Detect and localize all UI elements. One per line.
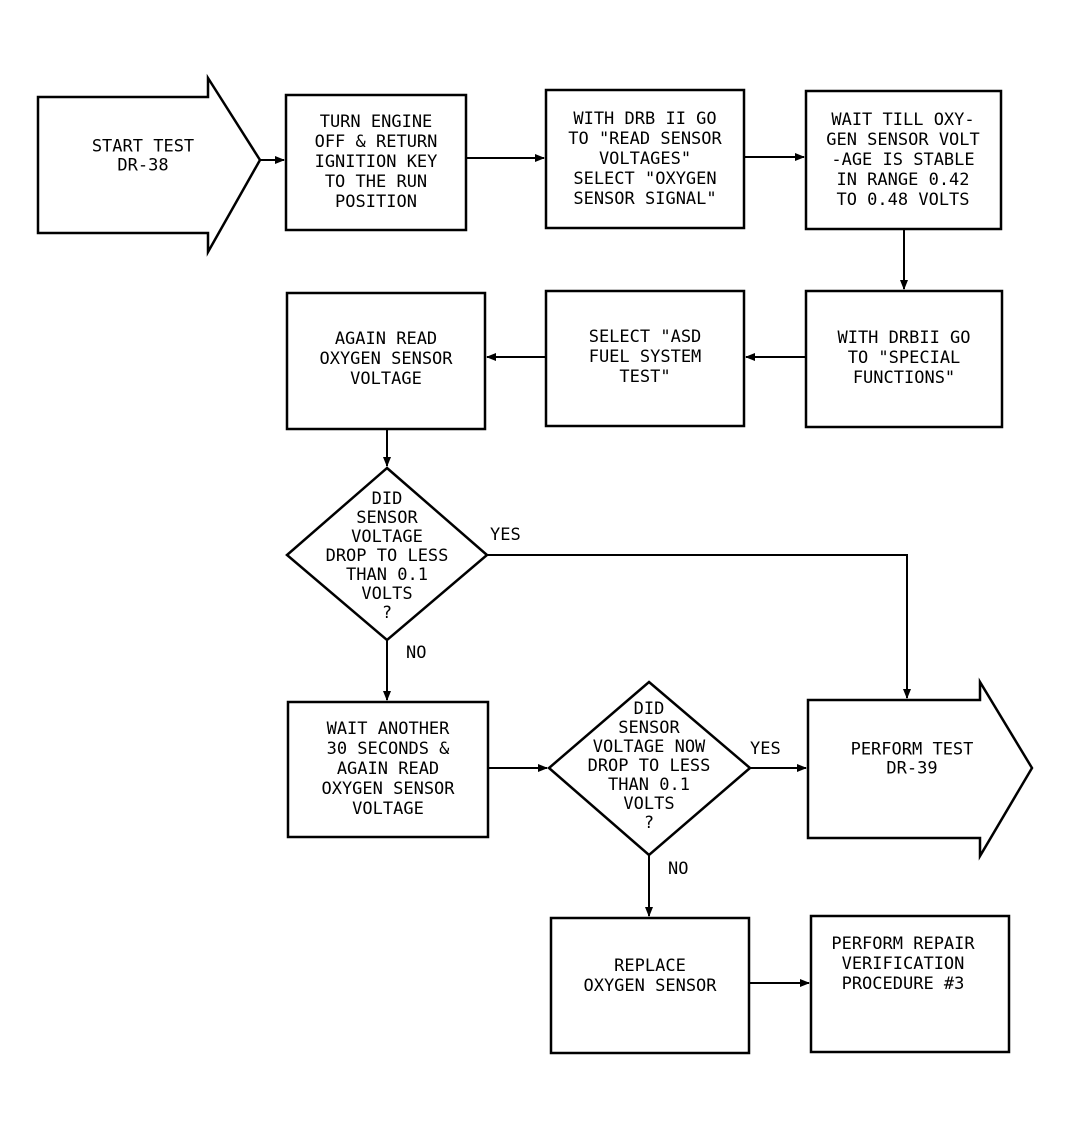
label-line: TO 0.48 VOLTS	[836, 190, 969, 210]
label-line: OXYGEN SENSOR	[319, 349, 453, 369]
label-line: AGAIN READ	[337, 759, 439, 779]
label-line: OXYGEN SENSOR	[321, 779, 455, 799]
label-line: VOLTAGE NOW	[593, 737, 706, 757]
wait-stable-label: WAIT TILL OXY-GEN SENSOR VOLT-AGE IS STA…	[826, 110, 980, 210]
label-line: GEN SENSOR VOLT	[826, 130, 980, 150]
label-line: FUNCTIONS"	[853, 368, 955, 388]
label-line: VOLTAGE	[350, 369, 422, 389]
label-line: FUEL SYSTEM	[589, 347, 702, 367]
label-line: DID	[634, 699, 665, 719]
connector-decision-1-yes	[487, 554, 911, 699]
label-line: WITH DRBII GO	[837, 328, 970, 348]
label-line: VOLTAGE	[351, 527, 423, 547]
label-line: THAN 0.1	[346, 565, 428, 585]
label-line: OFF & RETURN	[315, 132, 438, 152]
label-line: SELECT "OXYGEN	[573, 169, 716, 189]
wait-stable-box: WAIT TILL OXY-GEN SENSOR VOLT-AGE IS STA…	[804, 89, 1003, 231]
label-line: DID	[372, 489, 403, 509]
label-line: SELECT "ASD	[589, 327, 702, 347]
label-line: AGAIN READ	[335, 329, 437, 349]
label-line: SENSOR	[618, 718, 680, 738]
label-line: WITH DRB II GO	[573, 109, 716, 129]
label-line: IGNITION KEY	[315, 152, 438, 172]
decision-1-yes-label: YES	[490, 525, 521, 545]
label-line: VERIFICATION	[842, 954, 965, 974]
label-line: SENSOR	[356, 508, 418, 528]
label-line: VOLTS	[361, 584, 412, 604]
label-line: DR-38	[117, 156, 168, 176]
label-line: THAN 0.1	[608, 775, 690, 795]
label-line: DR-39	[886, 759, 937, 779]
label-line: DROP TO LESS	[588, 756, 711, 776]
decision-2-no-label: NO	[668, 859, 688, 879]
label-line: VOLTAGES"	[599, 149, 691, 169]
label-line: IN RANGE 0.42	[836, 170, 969, 190]
label-line: DROP TO LESS	[326, 546, 449, 566]
label-line: WAIT ANOTHER	[327, 719, 451, 739]
label-line: PERFORM TEST	[851, 740, 974, 760]
label-line: REPLACE	[614, 956, 686, 976]
label-line: OXYGEN SENSOR	[583, 976, 717, 996]
label-line: TO "SPECIAL	[848, 348, 961, 368]
label-line: VOLTS	[623, 794, 674, 814]
label-line: PROCEDURE #3	[842, 974, 965, 994]
label-line: WAIT TILL OXY-	[831, 110, 974, 130]
label-line: PERFORM REPAIR	[831, 934, 975, 954]
decision-2-yes-label: YES	[750, 739, 781, 759]
label-line: TO "READ SENSOR	[568, 129, 722, 149]
label-line: 30 SECONDS &	[327, 739, 451, 759]
label-line: TO THE RUN	[325, 172, 427, 192]
label-line: -AGE IS STABLE	[831, 150, 974, 170]
label-line: TURN ENGINE	[320, 112, 433, 132]
label-line: TEST"	[619, 367, 670, 387]
label-line: ?	[382, 603, 392, 623]
label-line: SENSOR SIGNAL"	[573, 189, 716, 209]
decision-1-no-label: NO	[406, 643, 426, 663]
label-line: POSITION	[335, 192, 417, 212]
label-line: START TEST	[92, 137, 194, 157]
label-line: ?	[644, 813, 654, 833]
label-line: VOLTAGE	[352, 799, 424, 819]
